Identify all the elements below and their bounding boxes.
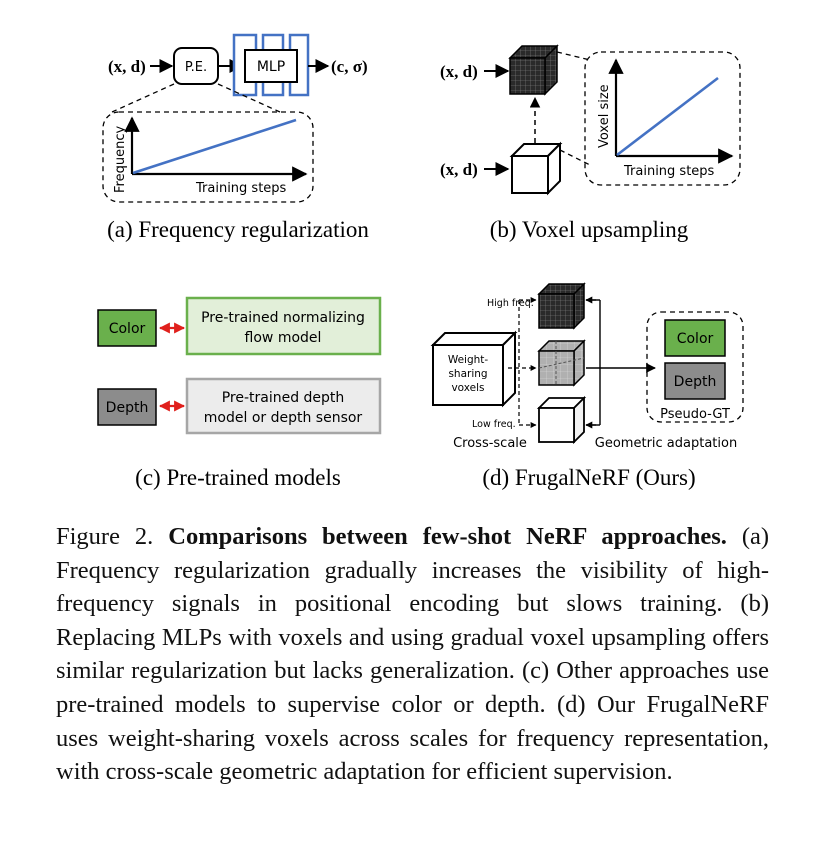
caption-title: Comparisons between few-shot NeRF approa… <box>168 523 727 550</box>
c-flow-line1: Pre-trained normalizing <box>201 310 365 326</box>
d-voxel-line3: voxels <box>451 382 484 394</box>
b-input-bottom: (x, d) <box>440 160 478 179</box>
c-depth-line2: model or depth sensor <box>204 410 363 426</box>
d-cross-scale: Cross-scale <box>453 436 527 451</box>
panel-b: (x, d) (x, d) Voxel size Training steps … <box>440 44 741 242</box>
a-input-label: (x, d) <box>108 57 146 76</box>
d-pseudo-gt: Pseudo-GT <box>660 407 730 422</box>
d-caption: (d) FrugalNeRF (Ours) <box>482 465 695 490</box>
pe-label: P.E. <box>185 60 207 75</box>
c-depth-model-box <box>185 377 382 435</box>
b-x-axis: Training steps <box>623 164 715 179</box>
d-depth-label: Depth <box>674 374 717 390</box>
c-flow-line2: flow model <box>245 330 322 346</box>
d-depth-box <box>664 362 726 400</box>
b-y-axis: Voxel size <box>597 84 612 148</box>
d-high-freq: High freq. <box>487 298 534 309</box>
mlp-box <box>244 49 298 83</box>
b-caption: (b) Voxel upsampling <box>490 217 689 242</box>
panel-c: Color Pre-trained normalizing flow model… <box>97 296 382 490</box>
d-color-label: Color <box>677 331 714 347</box>
weight-sharing-cube <box>430 330 518 408</box>
d-geometric: Geometric adaptation <box>595 436 737 451</box>
high-freq-cube <box>537 282 586 330</box>
c-depth-label: Depth <box>106 400 149 416</box>
c-depth-box <box>97 388 157 426</box>
mid-freq-cube <box>537 339 586 387</box>
b-trend-line <box>616 76 719 157</box>
low-freq-cube <box>536 395 587 445</box>
a-output-label: (c, σ) <box>331 57 368 76</box>
a-x-axis: Training steps <box>195 181 287 196</box>
dark-voxel-cube <box>508 44 559 96</box>
caption-body: (a) Frequency regularization gradually i… <box>56 523 770 786</box>
b-input-top: (x, d) <box>440 62 478 81</box>
c-depth-line1: Pre-trained depth <box>222 390 345 406</box>
panel-a: (x, d) P.E. MLP (c, σ) Frequency Trainin… <box>102 33 369 242</box>
a-plot-frame <box>102 111 314 203</box>
white-voxel-cube <box>509 141 563 196</box>
d-low-freq: Low freq. <box>472 419 516 430</box>
figure-caption: Figure 2. Comparisons between few-shot N… <box>56 520 769 789</box>
mlp-label: MLP <box>257 59 285 75</box>
c-flow-box <box>185 296 382 356</box>
d-voxel-line1: Weight- <box>448 354 489 366</box>
d-voxel-line2: sharing <box>448 368 487 380</box>
caption-label: Figure 2. <box>56 523 154 550</box>
figure-diagram: (x, d) P.E. MLP (c, σ) Frequency Trainin… <box>97 33 744 490</box>
c-caption: (c) Pre-trained models <box>135 465 341 490</box>
c-color-box <box>97 309 157 347</box>
b-plot-frame <box>584 51 741 186</box>
d-color-box <box>664 319 726 357</box>
a-caption: (a) Frequency regularization <box>107 217 369 242</box>
panel-d: Weight- sharing voxels High freq. Low fr… <box>430 282 744 490</box>
a-y-axis: Frequency <box>113 126 128 193</box>
pseudo-gt-frame <box>646 311 744 423</box>
c-color-label: Color <box>109 321 146 337</box>
a-trend-line <box>132 118 297 175</box>
